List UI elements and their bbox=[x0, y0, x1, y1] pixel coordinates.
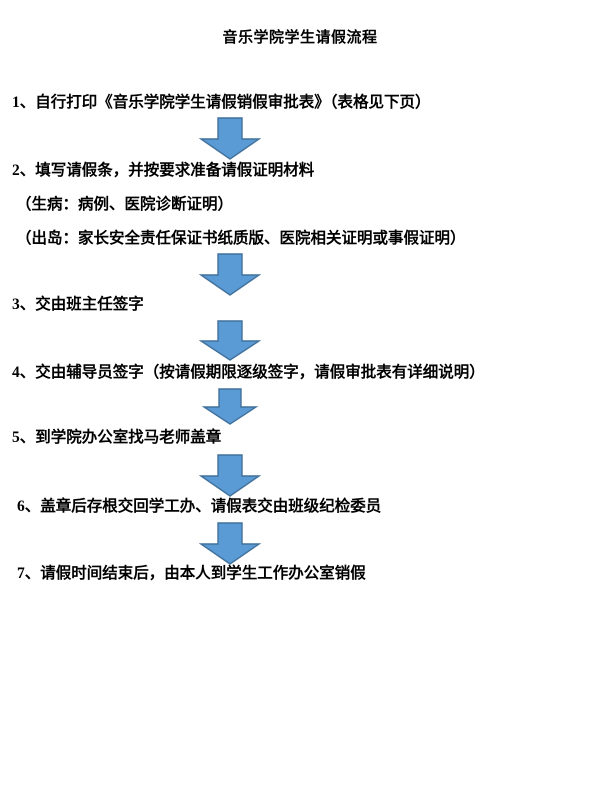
arrow-down-icon-step2-to-step3 bbox=[199, 253, 261, 296]
flow-step-7: 7、请假时间结束后，由本人到学生工作办公室销假 bbox=[17, 565, 366, 582]
flow-step-2-substep-2: （出岛：家长安全责任保证书纸质版、医院相关证明或事假证明） bbox=[16, 230, 466, 247]
flow-step-3: 3、交由班主任签字 bbox=[12, 296, 144, 313]
arrow-down-icon-step6-to-step7 bbox=[199, 522, 261, 565]
arrow-down-icon-step1-to-step2 bbox=[199, 117, 261, 160]
page-title: 音乐学院学生请假流程 bbox=[222, 30, 378, 46]
arrow-down-icon-step4-to-step5 bbox=[202, 388, 258, 425]
flow-step-2: 2、填写请假条，并按要求准备请假证明材料 bbox=[12, 162, 315, 179]
arrow-down-icon-step5-to-step6 bbox=[199, 454, 261, 497]
arrow-down-icon-step3-to-step4 bbox=[199, 320, 261, 361]
flow-step-4: 4、交由辅导员签字（按请假期限逐级签字，请假审批表有详细说明） bbox=[12, 364, 485, 381]
flow-step-5: 5、到学院办公室找马老师盖章 bbox=[12, 429, 222, 446]
flow-step-6: 6、盖章后存根交回学工办、请假表交由班级纪检委员 bbox=[17, 498, 382, 515]
flow-step-1: 1、自行打印《音乐学院学生请假销假审批表》（表格见下页） bbox=[12, 94, 431, 111]
flow-step-2-substep-1: （生病：病例、医院诊断证明） bbox=[16, 196, 234, 213]
